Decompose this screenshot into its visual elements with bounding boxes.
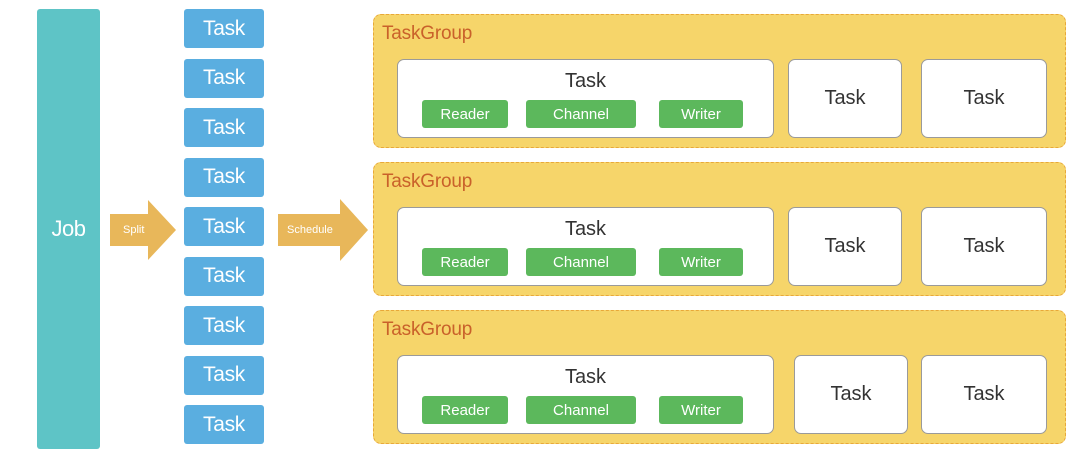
taskgroup-title: TaskGroup	[382, 171, 473, 192]
side-task-label: Task	[963, 235, 1005, 257]
side-task-label: Task	[963, 87, 1005, 109]
side-task-label: Task	[830, 383, 872, 405]
task-column-item: Task	[184, 256, 264, 296]
task-label: Task	[203, 214, 245, 238]
side-task: Task	[788, 207, 902, 286]
task-column-item: Task	[184, 207, 264, 246]
side-task: Task	[921, 355, 1047, 434]
main-task-title: Task	[564, 218, 607, 240]
main-task-title: Task	[564, 366, 607, 388]
task-label: Task	[203, 66, 245, 89]
side-task: Task	[921, 207, 1047, 286]
task-label: Task	[203, 165, 245, 188]
task-column-item: Task	[184, 306, 264, 345]
task-column-item: Task	[184, 9, 264, 48]
side-task: Task	[788, 59, 902, 138]
side-task-label: Task	[963, 383, 1005, 405]
schedule-label: Schedule	[287, 224, 333, 236]
taskgroup-title: TaskGroup	[382, 23, 473, 44]
channel-chip: Channel	[526, 248, 636, 276]
task-label: Task	[203, 363, 245, 386]
task-column-item: Task	[184, 108, 264, 147]
split-label: Split	[123, 224, 145, 236]
main-task: Task Reader Channel Writer	[397, 355, 774, 434]
task-column-item: Task	[184, 58, 264, 98]
task-label: Task	[203, 115, 245, 139]
job-label: Job	[51, 216, 86, 241]
schedule-arrow-shape	[278, 199, 368, 261]
taskgroup: TaskGroup Task Reader Channel Writer Tas…	[373, 310, 1066, 444]
main-task: Task Reader Channel Writer	[397, 59, 774, 138]
writer-chip: Writer	[659, 248, 743, 276]
writer-chip: Writer	[659, 100, 743, 128]
main-task: Task Reader Channel Writer	[397, 207, 774, 286]
task-label: Task	[203, 412, 245, 436]
split-arrow: Split	[110, 200, 176, 260]
task-label: Task	[203, 264, 245, 287]
side-task-label: Task	[824, 235, 866, 257]
writer-chip: Writer	[659, 396, 743, 424]
taskgroup-title: TaskGroup	[382, 319, 473, 340]
task-column-item: Task	[184, 405, 264, 444]
reader-chip: Reader	[422, 248, 508, 276]
task-label: Task	[203, 16, 245, 40]
side-task: Task	[921, 59, 1047, 138]
job-box: Job	[37, 9, 100, 449]
taskgroup: TaskGroup Task Reader Channel Writer Tas…	[373, 162, 1066, 296]
main-task-title: Task	[564, 70, 607, 92]
task-column-item: Task	[184, 157, 264, 197]
task-label: Task	[203, 313, 245, 337]
task-column-item: Task	[184, 355, 264, 395]
taskgroup: TaskGroup Task Reader Channel Writer Tas…	[373, 14, 1066, 148]
channel-chip: Channel	[526, 100, 636, 128]
reader-chip: Reader	[422, 396, 508, 424]
channel-chip: Channel	[526, 396, 636, 424]
side-task-label: Task	[824, 87, 866, 109]
side-task: Task	[794, 355, 908, 434]
schedule-arrow: Schedule	[278, 199, 368, 261]
split-arrow-shape	[110, 200, 176, 260]
reader-chip: Reader	[422, 100, 508, 128]
